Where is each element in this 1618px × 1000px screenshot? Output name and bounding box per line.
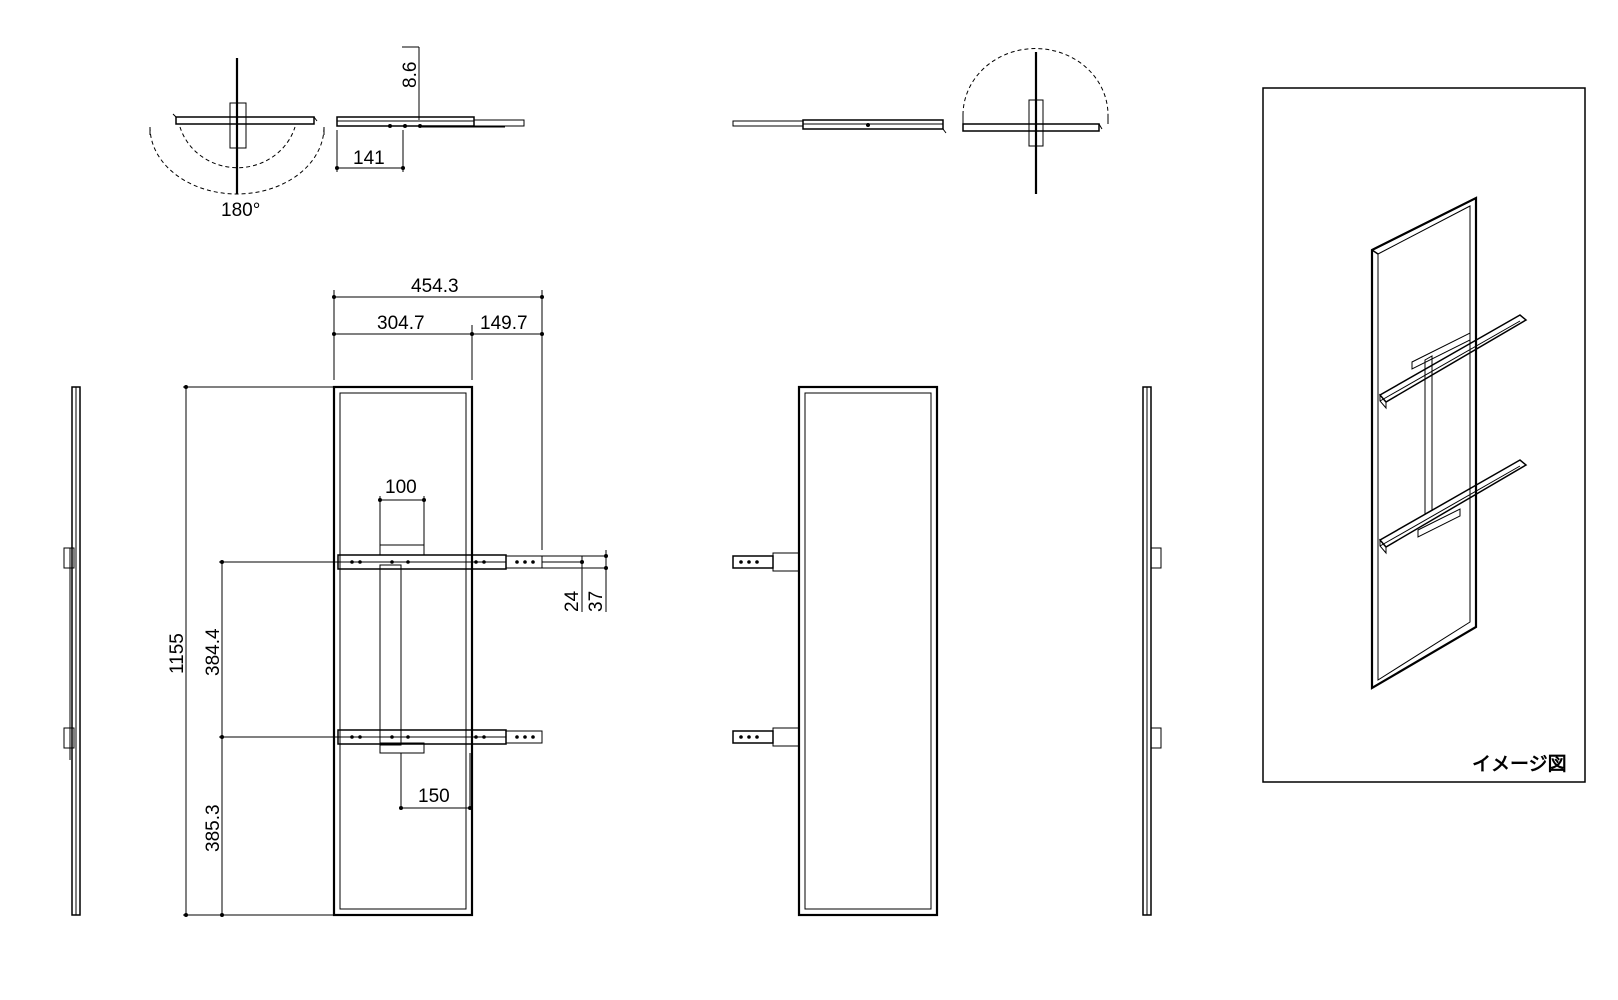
dim-panel-width: 304.7 (377, 313, 425, 334)
dim-overall-height: 1155 (167, 633, 188, 674)
side-view-right (1142, 386, 1162, 916)
top-view-left: 8.6 141 180° (149, 46, 525, 221)
back-view (732, 385, 939, 917)
dim-bracket-offset: 150 (418, 786, 450, 807)
dim-lower-span: 385.3 (203, 804, 224, 852)
side-view-left (63, 386, 81, 916)
dim-rotation-angle: 180° (221, 200, 260, 221)
dim-bracket-spacing: 100 (385, 477, 417, 498)
dim-upper-span: 384.4 (203, 628, 224, 676)
top-view-right (732, 48, 1109, 194)
dim-rail-height-a: 24 (562, 590, 583, 612)
image-box-caption: イメージ図 (1472, 753, 1567, 775)
dim-bracket-extension: 149.7 (480, 313, 528, 334)
image-box: イメージ図 (1262, 87, 1586, 783)
dim-rail-height-b: 37 (586, 591, 607, 612)
front-view: 454.3 304.7 149.7 100 150 1155 384.4 385… (167, 276, 608, 917)
dim-top-bracket-width: 141 (353, 148, 385, 169)
dim-top-offset: 8.6 (400, 62, 421, 88)
dim-overall-width: 454.3 (411, 276, 459, 297)
